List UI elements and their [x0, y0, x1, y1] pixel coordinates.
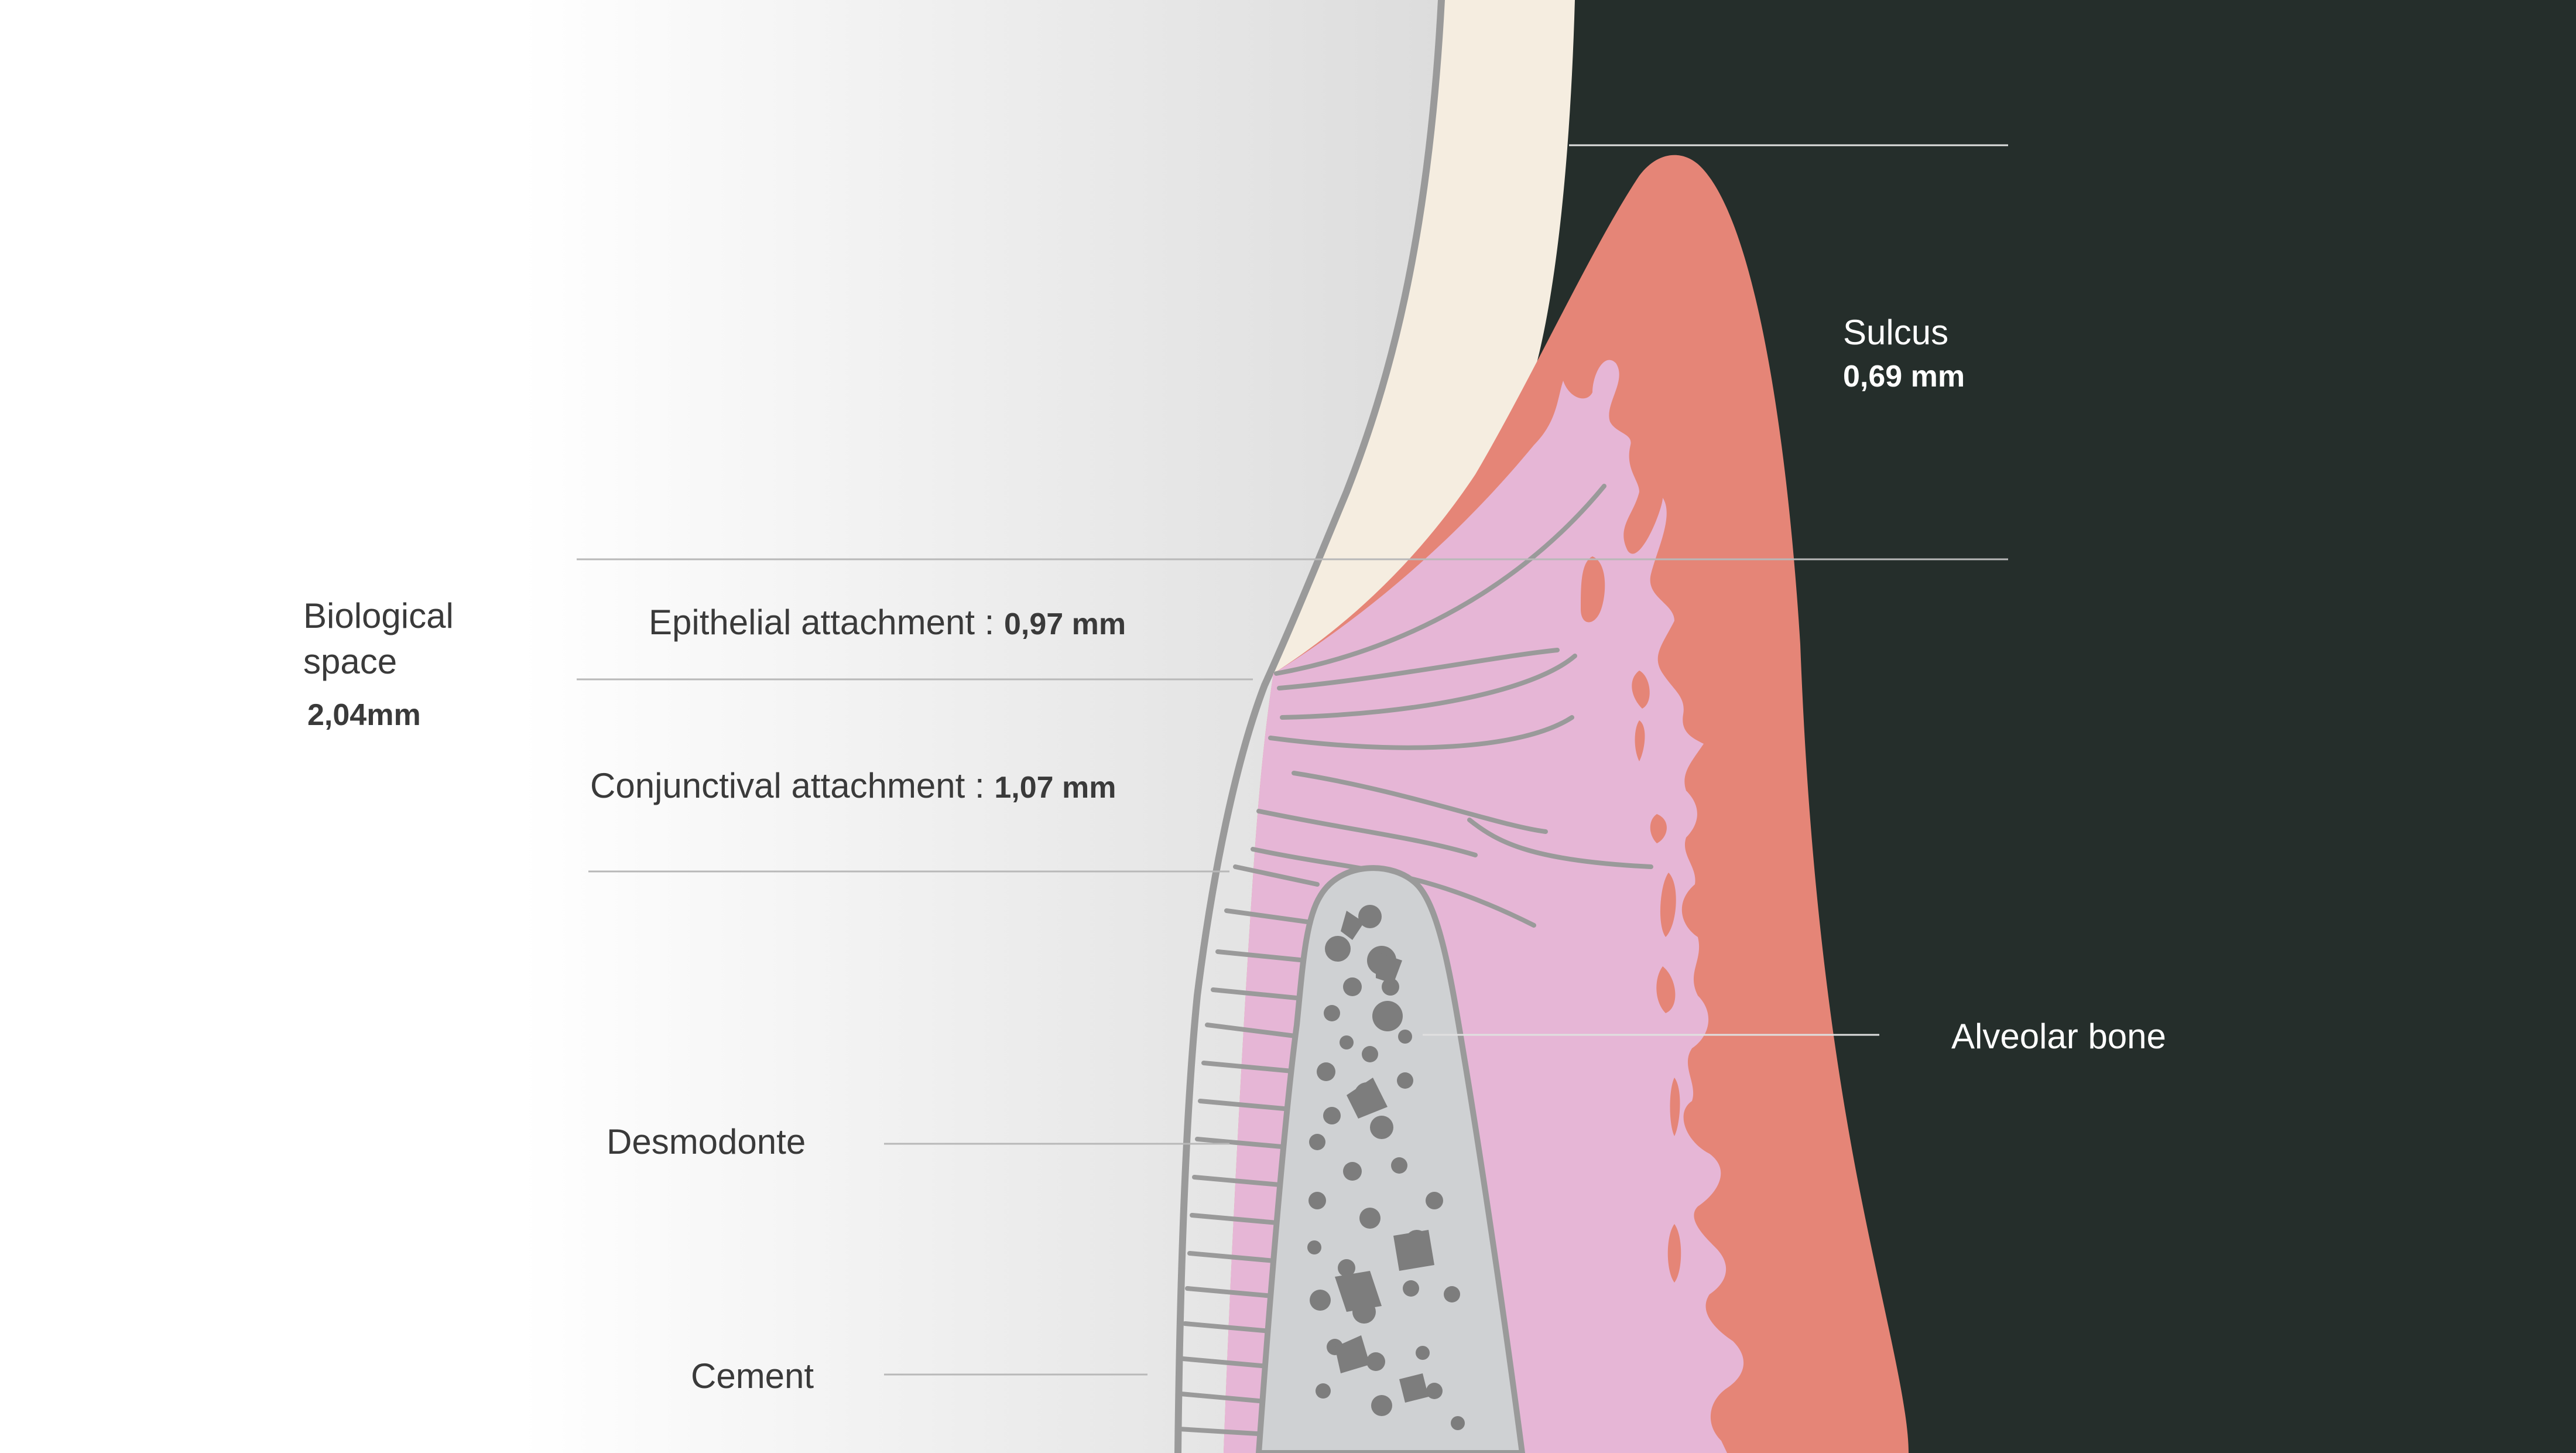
conjunctival-attachment-label: Conjunctival attachment : 1,07 mm: [590, 766, 1116, 805]
epithelial-attachment-label: Epithelial attachment : 0,97 mm: [649, 603, 1126, 642]
alveolar-bone-label: Alveolar bone: [1951, 1017, 2166, 1056]
gingival-inclusions: [1581, 556, 1681, 1283]
biological-space-label-line2: space: [303, 642, 397, 681]
tooth-surface-background: [0, 0, 1446, 1453]
epithelial-attachment-value: 0,97 mm: [1004, 607, 1126, 641]
epithelial-attachment-text: Epithelial attachment :: [649, 603, 1004, 642]
biological-space-value: 2,04mm: [307, 698, 421, 732]
bone-pores: [1307, 905, 1465, 1430]
cement-label: Cement: [691, 1356, 814, 1396]
conjunctival-attachment-value: 1,07 mm: [994, 771, 1116, 805]
desmodonte-label: Desmodonte: [607, 1122, 806, 1161]
enamel: [1273, 0, 1575, 673]
conjunctival-attachment-text: Conjunctival attachment :: [590, 766, 994, 805]
guide-lines: [577, 144, 2008, 1376]
sulcus-label: Sulcus: [1843, 313, 1948, 352]
sulcus-value: 0,69 mm: [1843, 360, 1965, 394]
tooth-outline: [1174, 0, 1445, 1453]
biological-space-label-line1: Biological: [303, 596, 454, 635]
